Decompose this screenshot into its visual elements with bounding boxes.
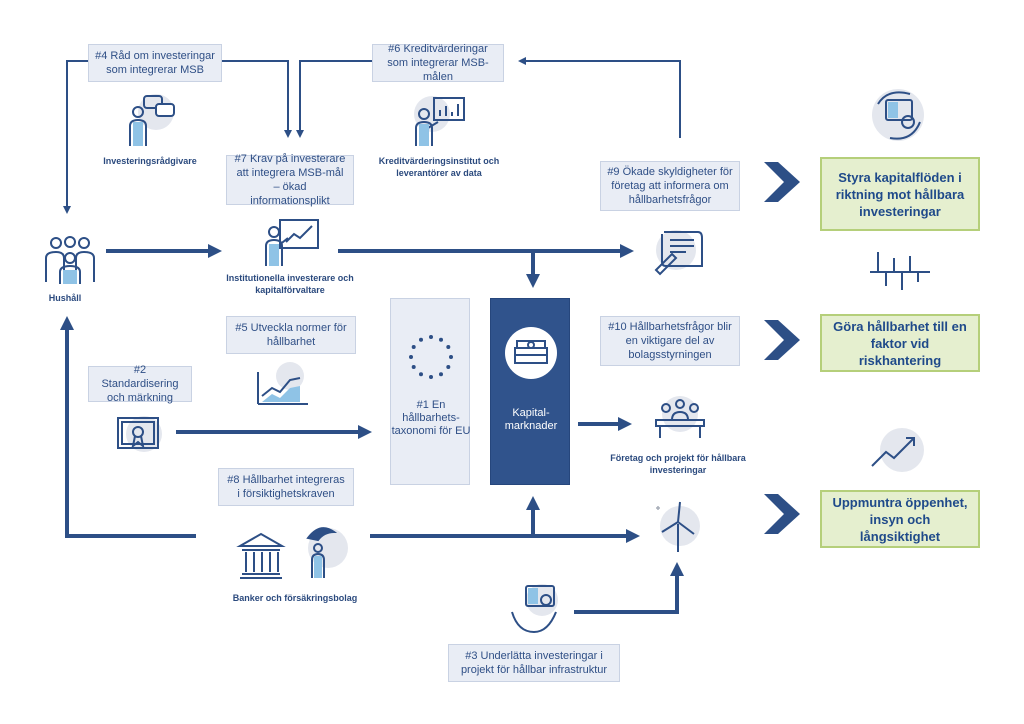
banks-label: Banker och försäkringsbolag [232, 593, 358, 603]
money-stack-icon [505, 327, 557, 379]
outcome-reorient-capital: Styra kapitalflöden i riktning mot hållb… [820, 157, 980, 231]
benchmark-chart-icon [257, 362, 308, 405]
box-5-sustainability-benchmarks: #5 Utveckla normer för hållbarhet [226, 316, 356, 354]
advisor-label: Investeringsrådgivare [103, 156, 197, 166]
advisor-icon [129, 94, 175, 146]
arrow-credit-to-institutional [296, 60, 372, 138]
arrow-infrastructure-to-projects [574, 562, 684, 614]
companies-meeting-icon [655, 396, 705, 438]
infrastructure-investment-icon [511, 584, 558, 634]
capital-markets-box: Kapital-marknader [490, 298, 570, 485]
households-label: Hushåll [48, 293, 82, 303]
box-3-infrastructure-investments: #3 Underlätta investeringar i projekt fö… [448, 644, 620, 682]
credit-rating-icon [414, 96, 465, 146]
box-8-prudential-requirements: #8 Hållbarhet integreras i försiktighets… [218, 468, 354, 506]
box-9-disclosure-obligations: #9 Ökade skyldigheter för företag att in… [600, 161, 740, 211]
wind-turbine-icon [656, 501, 700, 552]
companies-label: Företag och projekt för hållbara investe… [610, 453, 746, 475]
box-10-corporate-governance: #10 Hållbarhetsfrågor blir en viktigare … [600, 316, 740, 366]
outcome-transparency: Uppmuntra öppenhet, insyn och långsiktig… [820, 490, 980, 548]
institutional-investor-icon [265, 219, 319, 266]
households-icon [45, 236, 95, 284]
risk-bar-chart-icon [870, 252, 930, 290]
capital-markets-label: Kapital-marknader [504, 407, 558, 432]
box-7-investor-requirements: #7 Krav på investerare att integrera MSB… [226, 153, 354, 207]
eu-stars-icon [409, 335, 453, 379]
institutional-label: Institutionella investerare och kapitalf… [226, 273, 354, 295]
capital-flow-cycle-icon [872, 89, 924, 141]
box-4-investment-advice: #4 Råd om investeringar som integrerar M… [88, 44, 222, 82]
box-6-credit-ratings: #6 Kreditvärderingar som integrerar MSB-… [372, 43, 504, 83]
arrow-households-loop [60, 316, 196, 538]
bank-building-icon [236, 532, 286, 579]
taxonomy-box: #1 En hållbarhets-taxonomi för EU [390, 298, 470, 485]
arrow-advice-to-institutional-a [222, 60, 292, 138]
arrow-disclosure-to-credit [518, 57, 681, 138]
arrow-advice-to-households [63, 60, 88, 214]
chevron-right-icon-3 [764, 494, 800, 534]
chevron-right-icon-2 [764, 320, 800, 360]
chevron-right-icon-1 [764, 162, 800, 202]
certificate-label-icon [117, 416, 162, 452]
box-2-standards-labels: #2 Standardisering och märkning [88, 364, 192, 404]
credit-label: Kreditvärderingsinstitut och leverantöre… [378, 156, 500, 178]
taxonomy-label: #1 En hållbarhets-taxonomi för EU [391, 399, 471, 437]
outcome-risk-management: Göra hållbarhet till en faktor vid riskh… [820, 314, 980, 372]
growth-arrow-icon [871, 428, 924, 472]
disclosure-document-icon [654, 230, 703, 276]
insurance-umbrella-icon [306, 527, 348, 578]
